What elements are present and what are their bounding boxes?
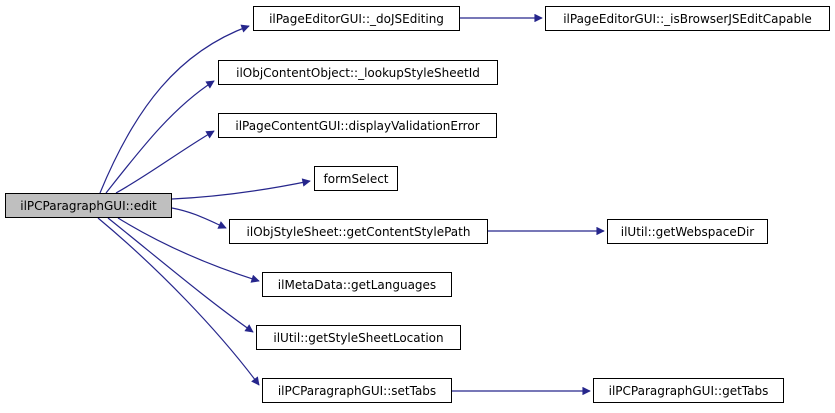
edge-edit-to-lookupStyleSheetId — [105, 80, 215, 194]
node-ilObjContentObject-lookupStyleSheetId[interactable]: ilObjContentObject::_lookupStyleSheetId — [218, 60, 498, 85]
edge-edit-to-formSelect — [171, 178, 311, 200]
node-formSelect[interactable]: formSelect — [314, 166, 398, 191]
node-ilObjStyleSheet-getContentStylePath[interactable]: ilObjStyleSheet::getContentStylePath — [229, 219, 488, 244]
node-ilPageContentGUI-displayValidationError[interactable]: ilPageContentGUI::displayValidationError — [218, 113, 497, 138]
node-ilMetaData-getLanguages[interactable]: ilMetaData::getLanguages — [262, 272, 452, 297]
node-ilPCParagraphGUI-edit: ilPCParagraphGUI::edit — [5, 193, 172, 218]
node-ilUtil-getWebspaceDir[interactable]: ilUtil::getWebspaceDir — [607, 219, 768, 244]
node-ilPageEditorGUI-isBrowserJSEditCapable[interactable]: ilPageEditorGUI::_isBrowserJSEditCapable — [545, 6, 830, 31]
edge-edit-to-getStyleSheetLocation — [107, 217, 254, 333]
node-ilPageEditorGUI-doJSEditing[interactable]: ilPageEditorGUI::_doJSEditing — [253, 6, 460, 31]
edge-edit-to-setTabs — [97, 217, 260, 386]
edge-edit-to-getContentStylePath — [171, 207, 227, 229]
node-ilPCParagraphGUI-getTabs[interactable]: ilPCParagraphGUI::getTabs — [593, 378, 784, 403]
node-ilPCParagraphGUI-setTabs[interactable]: ilPCParagraphGUI::setTabs — [262, 378, 452, 403]
edge-edit-to-getLanguages — [117, 217, 260, 283]
edge-edit-to-displayValidationError — [115, 130, 215, 194]
edge-edit-to-doJSEditing — [99, 24, 250, 194]
node-ilUtil-getStyleSheetLocation[interactable]: ilUtil::getStyleSheetLocation — [256, 325, 461, 350]
